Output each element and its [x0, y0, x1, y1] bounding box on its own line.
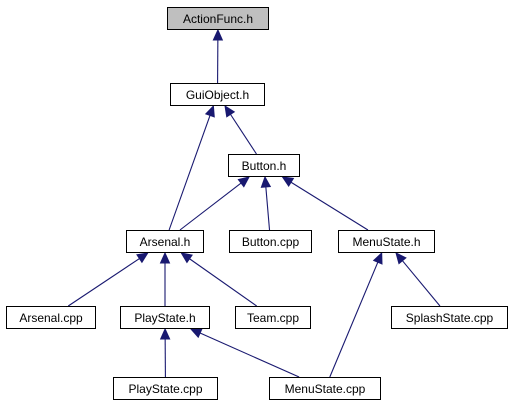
arrowhead-button_h-to-gui_object: [224, 104, 236, 118]
edge-button_cpp-to-button_h: [265, 186, 271, 231]
node-guiobject-h[interactable]: GuiObject.h: [170, 83, 265, 106]
edge-menu_state_cpp-to-play_state_h: [199, 332, 300, 378]
node-arsenal-h[interactable]: Arsenal.h: [126, 230, 204, 253]
node-team-cpp[interactable]: Team.cpp: [235, 306, 311, 329]
arrowhead-play_state_h-to-arsenal_h: [159, 251, 171, 264]
node-menustate-cpp[interactable]: MenuState.cpp: [269, 377, 381, 400]
node-playstate-cpp[interactable]: PlayState.cpp: [113, 377, 218, 400]
arrowhead-play_state_cpp-to-play_state_h: [159, 327, 171, 340]
node-label: PlayState.cpp: [128, 381, 203, 396]
node-label: Arsenal.cpp: [19, 310, 83, 325]
edge-team_cpp-to-arsenal_h: [189, 258, 257, 307]
arrowhead-button_cpp-to-button_h: [260, 175, 272, 188]
node-label: Arsenal.h: [139, 234, 191, 249]
edge-button_h-to-gui_object: [230, 114, 257, 155]
arrowhead-arsenal_cpp-to-arsenal_h: [136, 252, 149, 264]
node-label: Team.cpp: [246, 310, 300, 325]
node-label: Button.h: [241, 158, 287, 173]
node-label: GuiObject.h: [185, 87, 250, 102]
arrowhead-arsenal_h-to-button_h: [237, 176, 250, 188]
arrowhead-menu_state_h-to-button_h: [281, 176, 295, 188]
edge-menu_state_h-to-button_h: [290, 181, 369, 231]
arrowhead-arsenal_h-to-gui_object: [204, 104, 215, 118]
node-button-h[interactable]: Button.h: [228, 154, 300, 177]
node-label: MenuState.cpp: [284, 381, 366, 396]
edge-arsenal_cpp-to-arsenal_h: [67, 258, 140, 307]
edge-arsenal_h-to-button_h: [179, 182, 242, 231]
arrowhead-gui_object-to-action_func: [212, 28, 224, 41]
node-label: PlayState.h: [134, 310, 196, 325]
arrowhead-splash_state_cpp-to-menu_state_h: [395, 252, 407, 265]
node-playstate-h[interactable]: PlayState.h: [120, 306, 210, 329]
edge-menu_state_cpp-to-menu_state_h: [329, 262, 379, 378]
edge-arsenal_h-to-gui_object: [168, 115, 211, 231]
edge-splash_state_cpp-to-menu_state_h: [401, 260, 441, 307]
node-menustate-h[interactable]: MenuState.h: [338, 230, 435, 253]
node-splashstate-cpp[interactable]: SplashState.cpp: [391, 306, 508, 329]
node-label: ActionFunc.h: [182, 11, 254, 26]
arrowhead-menu_state_cpp-to-play_state_h: [189, 328, 203, 339]
node-actionfunc-h[interactable]: ActionFunc.h: [167, 7, 269, 30]
node-label: SplashState.cpp: [405, 310, 494, 325]
node-label: MenuState.h: [352, 234, 421, 249]
node-arsenal-cpp[interactable]: Arsenal.cpp: [6, 306, 96, 329]
arrowhead-menu_state_cpp-to-menu_state_h: [372, 251, 383, 265]
node-label: Button.cpp: [241, 234, 300, 249]
arrowhead-team_cpp-to-arsenal_h: [180, 252, 193, 264]
node-button-cpp[interactable]: Button.cpp: [229, 230, 312, 253]
